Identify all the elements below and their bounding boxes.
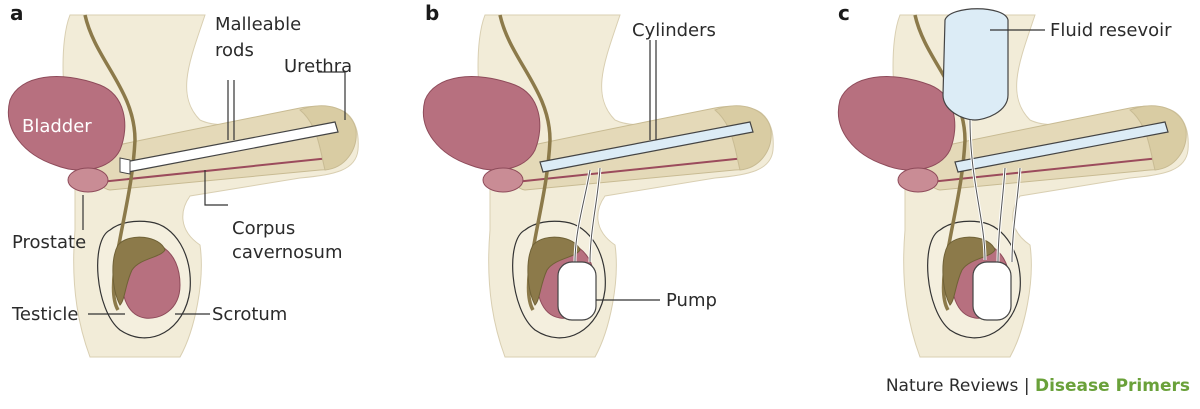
- label-scrotum: Scrotum: [212, 304, 287, 325]
- label-corpus-line1: Corpus: [232, 218, 295, 239]
- credit-journal: Nature Reviews: [885, 376, 1019, 396]
- panel-b: b Cylinders Pump: [421, 1, 776, 359]
- label-urethra: Urethra: [284, 56, 352, 77]
- credit-separator: |: [1023, 376, 1030, 396]
- label-bladder: Bladder: [22, 116, 92, 137]
- label-pump: Pump: [666, 290, 717, 311]
- label-testicle: Testicle: [11, 304, 78, 325]
- label-corpus-line2: cavernosum: [232, 242, 342, 263]
- label-fluid-reservoir: Fluid resevoir: [1050, 20, 1172, 41]
- cylinder: [539, 121, 754, 173]
- label-malleable-rods-line2: rods: [215, 40, 254, 61]
- panel-letter-b: b: [425, 1, 439, 25]
- cylinder: [954, 121, 1169, 173]
- panel-letter-c: c: [838, 1, 850, 25]
- panel-letter-a: a: [10, 1, 24, 25]
- label-malleable-rods-line1: Malleable: [215, 14, 301, 35]
- panel-c: c Fluid resevoir: [836, 1, 1191, 359]
- fluid-reservoir: [942, 8, 1009, 121]
- panel-a: a Bladder Malleable rods Urethra Prostat…: [6, 1, 361, 359]
- label-prostate: Prostate: [12, 232, 86, 253]
- label-cylinders: Cylinders: [632, 20, 716, 41]
- pump: [557, 261, 597, 321]
- pump: [972, 261, 1012, 321]
- credit-series: Disease Primers: [1034, 376, 1190, 396]
- figure-credit: Nature Reviews | Disease Primers: [886, 376, 1190, 396]
